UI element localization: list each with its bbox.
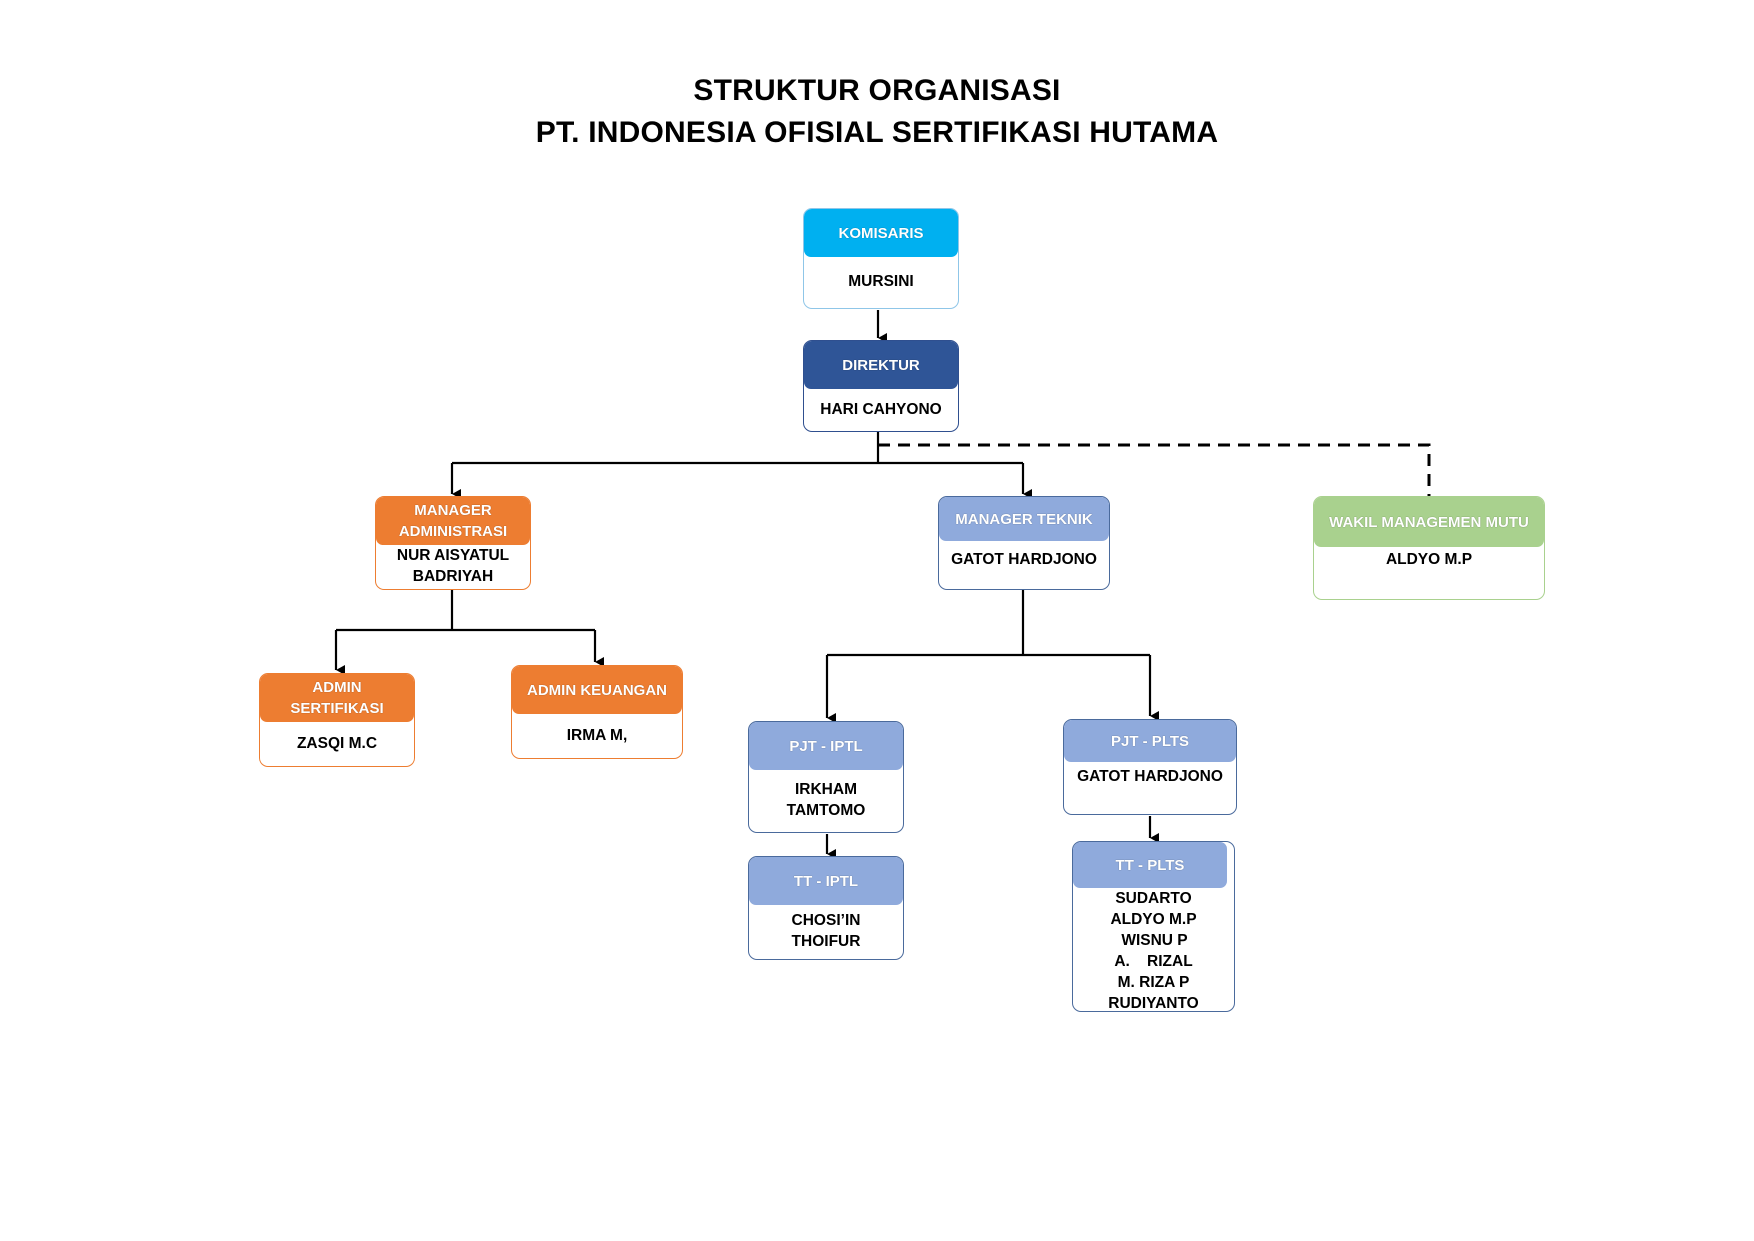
company-name: PT. INDONESIA OFISIAL SERTIFIKASI HUTAMA [535, 116, 1219, 149]
node-komisaris-role: KOMISARIS [804, 209, 958, 257]
node-wakil-managemen-mutu[interactable]: WAKIL MANAGEMEN MUTU ALDYO M.P [1313, 496, 1545, 600]
node-direktur[interactable]: DIREKTUR HARI CAHYONO [803, 340, 959, 432]
node-komisaris[interactable]: KOMISARIS MURSINI [803, 208, 959, 309]
tt-plts-member: M. RIZA P [1117, 973, 1190, 991]
node-pjt-iptl[interactable]: PJT - IPTL IRKHAM TAMTOMO [748, 721, 904, 833]
node-pjt-plts-role: PJT - PLTS [1064, 720, 1236, 762]
node-pjt-plts-name: GATOT HARDJONO [1077, 768, 1223, 785]
node-tt-iptl-name: CHOSI’IN THOIFUR [791, 912, 861, 950]
node-admin-keuangan-name: IRMA M, [566, 726, 628, 744]
tt-plts-member: RUDIYANTO [1108, 994, 1199, 1012]
node-manager-teknik-name: GATOT HARDJONO [951, 551, 1097, 568]
node-tt-plts-role: TT - PLTS [1073, 842, 1227, 888]
node-wakil-managemen-mutu-name: ALDYO M.P [1385, 551, 1473, 568]
tt-plts-member: A. RIZAL [1114, 952, 1193, 970]
node-pjt-iptl-role: PJT - IPTL [749, 722, 903, 770]
node-manager-teknik-role: MANAGER TEKNIK [939, 497, 1109, 541]
node-tt-iptl[interactable]: TT - IPTL CHOSI’IN THOIFUR [748, 856, 904, 960]
node-tt-iptl-role: TT - IPTL [749, 857, 903, 905]
tt-plts-member: WISNU P [1121, 931, 1188, 949]
node-tt-plts[interactable]: TT - PLTS SUDARTO ALDYO M.P WISNU P A. R… [1072, 841, 1235, 1012]
node-direktur-role: DIREKTUR [804, 341, 958, 389]
node-direktur-name: HARI CAHYONO [820, 400, 942, 418]
node-manager-teknik[interactable]: MANAGER TEKNIK GATOT HARDJONO [938, 496, 1110, 590]
node-manager-administrasi[interactable]: MANAGER ADMINISTRASI NUR AISYATUL BADRIY… [375, 496, 531, 590]
node-komisaris-name: MURSINI [848, 273, 914, 290]
node-pjt-plts[interactable]: PJT - PLTS GATOT HARDJONO [1063, 719, 1237, 815]
node-manager-administrasi-name: NUR AISYATUL BADRIYAH [396, 547, 510, 585]
node-admin-sertifikasi[interactable]: ADMIN SERTIFIKASI ZASQI M.C [259, 673, 415, 767]
tt-plts-member: ALDYO M.P [1110, 910, 1197, 928]
node-admin-sertifikasi-role: ADMIN SERTIFIKASI [260, 674, 414, 722]
tt-plts-member: SUDARTO [1115, 889, 1192, 907]
node-wakil-managemen-mutu-role: WAKIL MANAGEMEN MUTU [1314, 497, 1544, 547]
node-tt-plts-members: SUDARTO ALDYO M.P WISNU P A. RIZAL M. RI… [1073, 888, 1234, 1012]
chart-title: STRUKTUR ORGANISASI [693, 74, 1061, 107]
node-pjt-iptl-name: IRKHAM TAMTOMO [786, 781, 866, 819]
node-admin-keuangan-role: ADMIN KEUANGAN [512, 666, 682, 714]
node-admin-sertifikasi-name: ZASQI M.C [296, 734, 378, 752]
node-manager-administrasi-role: MANAGER ADMINISTRASI [376, 497, 530, 545]
connector-dashed-to-wakil-mutu [878, 443, 1431, 496]
node-admin-keuangan[interactable]: ADMIN KEUANGAN IRMA M, [511, 665, 683, 759]
